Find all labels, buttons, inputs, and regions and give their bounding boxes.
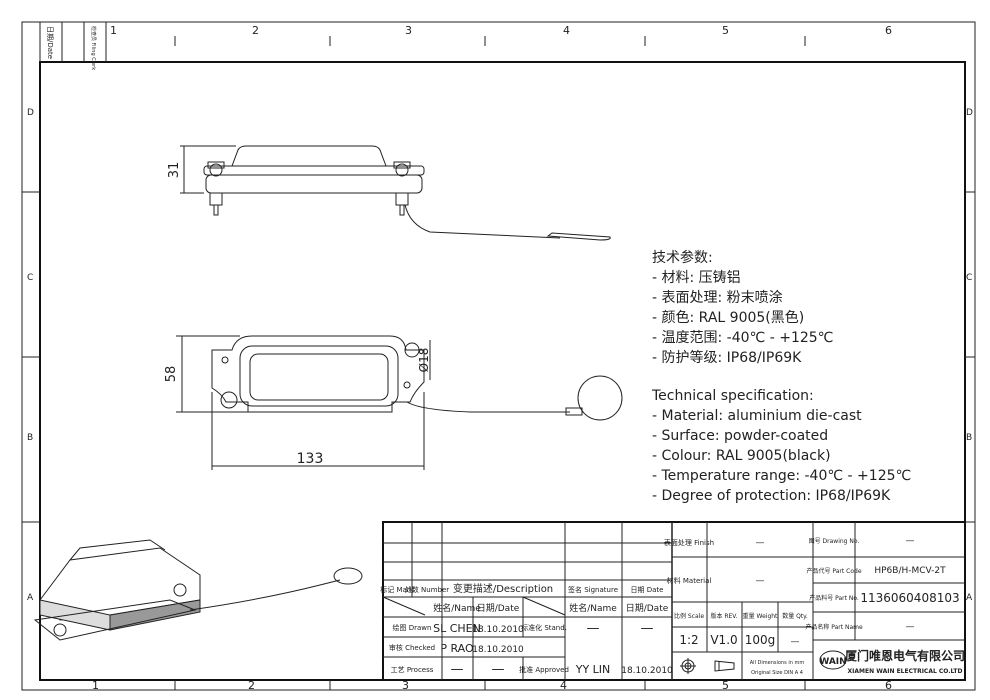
dim-ring-diameter: Ø18: [417, 348, 431, 373]
material-value: —: [756, 576, 765, 586]
row-label: C: [27, 273, 33, 283]
column-label: 2: [252, 24, 259, 37]
scale-label: 比例 Scale: [674, 612, 704, 620]
scale-value: 1:2: [679, 633, 698, 647]
process-date: —: [492, 662, 505, 677]
row-label: B: [966, 433, 972, 443]
dim-length: 133: [297, 451, 324, 467]
projection-symbol-icon: [680, 658, 735, 674]
stand-date: —: [641, 621, 654, 636]
spec-en-line: - Surface: powder-coated: [652, 428, 828, 444]
note-dimensions: All Dimensions in mm: [750, 660, 805, 666]
hdr-number: 处数 Number: [405, 585, 449, 594]
stand-name: —: [587, 621, 600, 636]
company-name-en: XIAMEN WAIN ELECTRICAL CO.LTD: [848, 668, 963, 675]
weight-label: 重量 Weight: [743, 612, 778, 620]
drawing-no-value: —: [906, 536, 915, 546]
material-label: 材料 Material: [667, 576, 712, 585]
hdr-signature: 签名 Signature: [568, 585, 618, 594]
sub-date: 日期/Date: [477, 603, 520, 614]
column-label: 5: [722, 679, 729, 692]
row-label: D: [27, 108, 34, 118]
checked-name: P RAO: [440, 642, 474, 655]
column-label: 3: [405, 24, 412, 37]
weight-value: 100g: [745, 633, 776, 647]
row-label: B: [27, 433, 33, 443]
outer-border: [21, 21, 976, 691]
spec-en-line: - Temperature range: -40℃ - +125℃: [652, 468, 911, 484]
dim-height-side: 31: [167, 162, 182, 179]
checked-date: 18.10.2010: [472, 645, 524, 655]
column-label: 1: [110, 24, 117, 37]
column-label: 4: [563, 24, 570, 37]
spec-cn-line: - 材料: 压铸铝: [652, 270, 741, 286]
hdr-mark: 标记 Mark: [380, 585, 414, 594]
spec-cn-line: - 温度范围: -40℃ - +125℃: [652, 329, 833, 346]
hdr-description: 变更描述/Description: [453, 582, 553, 595]
column-label: 4: [560, 679, 567, 692]
plan-view: [176, 335, 623, 470]
spec-cn-line: - 防护等级: IP68/IP69K: [652, 349, 802, 366]
corner-label-date: 日期/Date: [46, 26, 54, 59]
spec-en-line: - Degree of protection: IP68/IP69K: [652, 488, 891, 504]
row-label: A: [966, 593, 973, 603]
drawn-name: SL CHEN: [433, 622, 481, 635]
part-no-value: 1136060408103: [860, 591, 959, 605]
spec-cn-line: - 颜色: RAL 9005(黑色): [652, 309, 804, 326]
spec-en-line: - Colour: RAL 9005(black): [652, 448, 831, 464]
stand-label: 标准化 Stand.: [521, 623, 567, 632]
hdr-date: 日期 Date: [631, 586, 664, 594]
drawing-no-label: 图号 Drawing No.: [809, 538, 860, 545]
column-label: 3: [402, 679, 409, 692]
qty-value: —: [791, 637, 800, 647]
approved-label: 批准 Approved: [519, 665, 569, 674]
checked-label: 审核 Checked: [389, 643, 435, 652]
dim-height-plan: 58: [164, 366, 179, 383]
sub-name2: 姓名/Name: [569, 602, 617, 614]
drawn-date: 18.10.2010: [472, 625, 524, 635]
part-name-label: 产品名称 Part Name: [805, 623, 863, 631]
logo-text: WAIN: [819, 657, 846, 667]
spec-cn-line: - 表面处理: 粉末喷涂: [652, 290, 783, 306]
column-label: 6: [885, 24, 892, 37]
process-label: 工艺 Process: [391, 666, 434, 674]
qty-label: 数量 Qty.: [782, 612, 808, 620]
rev-label: 版本 REV.: [710, 612, 737, 620]
spec-en-line: - Material: aluminium die-cast: [652, 408, 862, 424]
sub-name: 姓名/Name: [433, 602, 481, 614]
approved-date: 18.10.2010: [621, 666, 673, 676]
column-label: 1: [92, 679, 99, 692]
company-name-cn: 厦门唯恩电气有限公司: [845, 648, 965, 663]
part-code-label: 产品代号 Part Code: [806, 567, 861, 575]
side-view: [180, 145, 611, 241]
part-no-label: 产品料号 Part No.: [809, 594, 859, 602]
spec-en-title: Technical specification:: [651, 388, 814, 404]
part-code-value: HP6B/H-MCV-2T: [874, 566, 946, 576]
process-name: —: [451, 662, 464, 677]
sub-date2: 日期/Date: [626, 603, 669, 614]
approved-name: YY LIN: [575, 663, 611, 676]
company-logo: WAIN: [819, 650, 847, 670]
drawn-label: 绘图 Drawn: [393, 623, 432, 632]
row-label: D: [966, 108, 973, 118]
note-original-size: Original Size DIN A 4: [751, 670, 803, 676]
isometric-view: [33, 539, 363, 641]
column-label: 5: [722, 24, 729, 37]
row-label: A: [27, 593, 34, 603]
row-label: C: [966, 273, 972, 283]
column-label: 2: [248, 679, 255, 692]
column-label: 6: [885, 679, 892, 692]
finish-label: 表面处理 Finish: [664, 538, 714, 547]
rev-value: V1.0: [710, 633, 737, 647]
title-block: 标记 Mark 处数 Number 变更描述/Description 签名 Si…: [380, 521, 966, 681]
part-name-value: —: [906, 622, 915, 632]
finish-value: —: [756, 538, 765, 548]
corner-label-clerk: 检查员 Filing Clerk: [90, 26, 97, 70]
spec-cn-title: 技术参数:: [652, 249, 713, 266]
